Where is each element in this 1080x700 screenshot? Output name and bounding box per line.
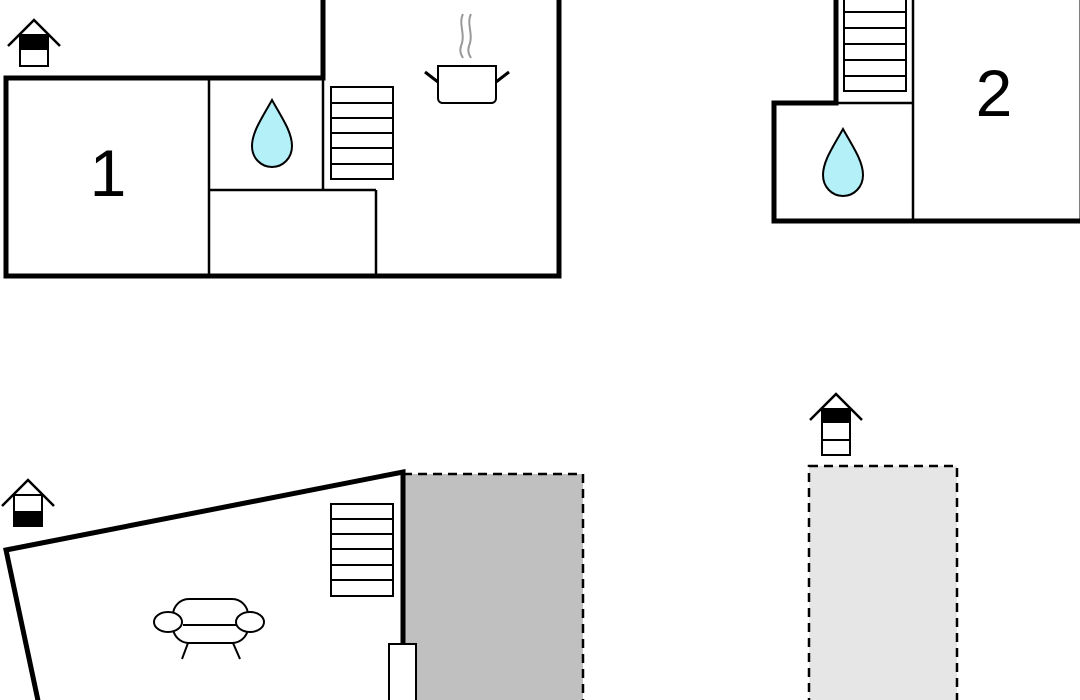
outdoor-area bbox=[807, 464, 959, 700]
stairs-icon bbox=[330, 503, 394, 597]
stairs-icon bbox=[843, 0, 907, 92]
exterior-wall bbox=[771, 0, 1080, 224]
house-entrance-icon bbox=[809, 392, 863, 456]
armchair-icon bbox=[153, 598, 265, 660]
house-entrance-icon bbox=[7, 18, 61, 67]
floor-plan-level-2: 2 bbox=[771, 0, 1080, 224]
bedroom-number-2: 2 bbox=[976, 56, 1013, 130]
covered-area bbox=[401, 472, 585, 700]
stairs-icon bbox=[330, 86, 394, 180]
water-drop-icon bbox=[821, 126, 865, 198]
floor-plan-level-1: 1 bbox=[3, 0, 562, 279]
outdoor-area-plan bbox=[807, 392, 959, 700]
door-frame bbox=[388, 643, 417, 700]
water-drop-icon bbox=[250, 97, 294, 169]
bedroom-number-1: 1 bbox=[90, 136, 127, 210]
house-entrance-icon bbox=[1, 478, 55, 527]
exterior-wall bbox=[3, 468, 406, 700]
floor-plan-level-ground bbox=[1, 468, 585, 700]
cooking-pot-icon bbox=[424, 13, 510, 104]
